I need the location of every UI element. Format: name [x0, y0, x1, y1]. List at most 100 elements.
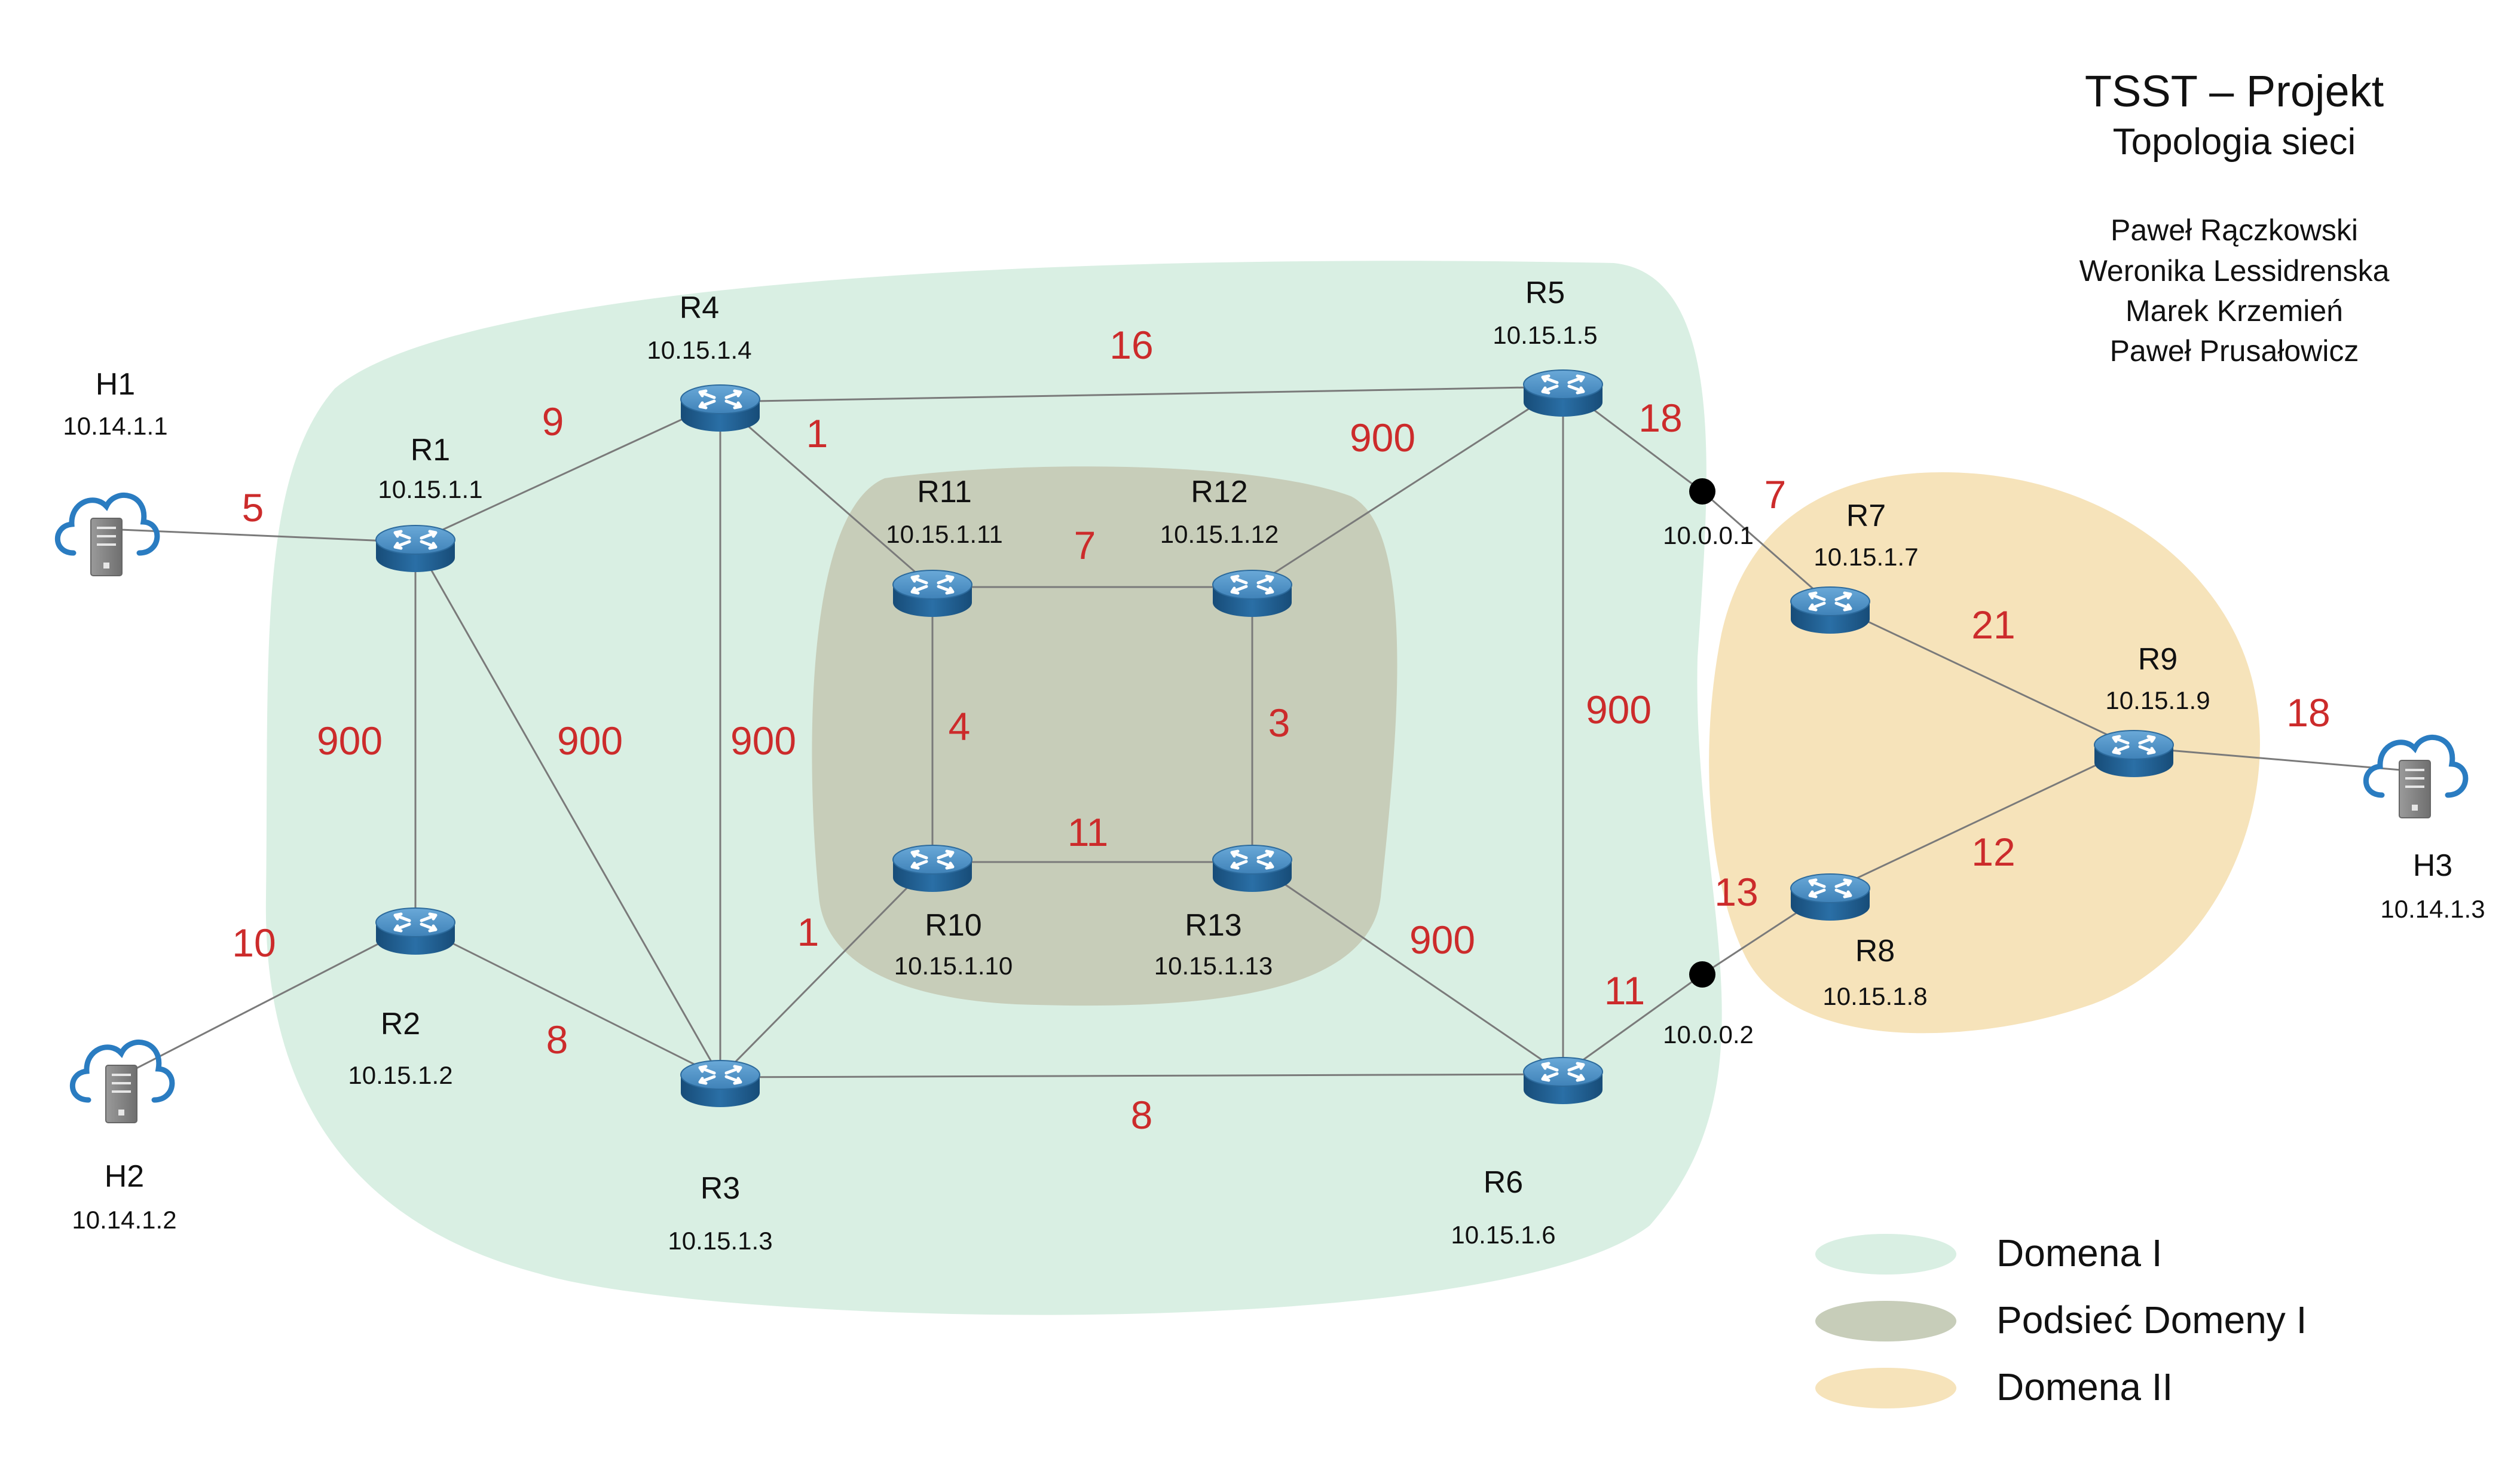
router-arrows-icon	[1808, 878, 1852, 898]
link-r6-j2	[1562, 973, 1703, 1075]
router-arrows-icon	[1541, 374, 1585, 395]
router-name-r2: R2	[381, 1007, 420, 1041]
link-r12-r5	[1252, 386, 1564, 588]
link-r4-r5	[720, 386, 1564, 403]
link-weight-r4-r5: 16	[1109, 323, 1153, 367]
router-r5[interactable]	[1523, 369, 1603, 417]
host-h1[interactable]	[54, 493, 160, 576]
link-weight-r10-r13: 11	[1068, 810, 1109, 854]
link-weight-r6-j2: 11	[1604, 968, 1646, 1013]
domain-2-region	[1709, 472, 2260, 1034]
link-weight-r5-j1: 18	[1638, 396, 1682, 440]
link-weight-j2-r8: 13	[1714, 870, 1758, 914]
router-arrows-icon	[910, 574, 955, 595]
cloud-icon	[69, 1040, 175, 1103]
diagram-subtitle: Topologia sieci	[2113, 121, 2356, 163]
link-weight-r1-r2: 900	[317, 719, 383, 763]
host-name-h3: H3	[2413, 848, 2452, 883]
router-ip-r11: 10.15.1.11	[886, 520, 1002, 548]
router-name-r11: R11	[917, 475, 972, 509]
link-weight-r4-r3: 900	[730, 719, 796, 763]
router-name-r1: R1	[411, 433, 450, 467]
host-ip-h3: 10.14.1.3	[2380, 895, 2485, 923]
router-ip-r3: 10.15.1.3	[668, 1227, 772, 1255]
router-arrows-icon	[393, 912, 438, 933]
link-r4-r11	[720, 401, 933, 588]
router-r1[interactable]	[375, 525, 455, 572]
legend-label-subnet: Podsieć Domeny I	[1996, 1298, 2307, 1341]
link-weight-r7-r9: 21	[1971, 603, 2015, 647]
router-r8[interactable]	[1790, 873, 1870, 921]
router-ip-r5: 10.15.1.5	[1493, 321, 1597, 349]
host-ip-h1: 10.14.1.1	[63, 412, 167, 440]
router-ip-r9: 10.15.1.9	[2105, 686, 2210, 714]
router-arrows-icon	[698, 1065, 742, 1085]
diagram-title: TSST – Projekt	[2085, 66, 2384, 116]
link-r3-r6	[720, 1073, 1564, 1078]
link-j1-r7	[1702, 490, 1831, 605]
router-ip-r7: 10.15.1.7	[1813, 543, 1918, 571]
author-4: Paweł Prusałowicz	[2110, 334, 2359, 368]
router-ip-r1: 10.15.1.1	[378, 475, 482, 503]
link-r9-h3	[2133, 746, 2415, 772]
host-h3[interactable]	[2363, 735, 2469, 818]
router-ip-r13: 10.15.1.13	[1154, 952, 1273, 980]
cloud-icon	[54, 493, 160, 556]
legend-label-domain-2: Domena II	[1996, 1365, 2173, 1408]
link-weight-r1-r3: 900	[557, 719, 623, 763]
router-ip-r10: 10.15.1.10	[894, 952, 1013, 980]
router-r4[interactable]	[680, 384, 760, 432]
link-weight-r12-r5: 900	[1350, 415, 1415, 460]
junction-point-j2	[1689, 961, 1715, 988]
router-name-r8: R8	[1855, 934, 1895, 968]
router-ip-r12: 10.15.1.12	[1160, 520, 1279, 548]
link-r1-r4	[415, 401, 721, 543]
router-arrows-icon	[1541, 1062, 1585, 1082]
author-3: Marek Krzemień	[2126, 294, 2343, 328]
router-ip-r6: 10.15.1.6	[1451, 1221, 1555, 1249]
host-h2[interactable]	[69, 1040, 175, 1123]
router-arrows-icon	[1230, 574, 1274, 595]
link-r8-r9	[1830, 746, 2134, 892]
router-arrows-icon	[1808, 591, 1852, 612]
host-name-h1: H1	[96, 367, 135, 402]
link-r1-r3	[414, 542, 721, 1078]
router-r13[interactable]	[1212, 845, 1292, 892]
link-weight-r3-r6: 8	[1131, 1093, 1153, 1137]
router-r6[interactable]	[1523, 1057, 1603, 1104]
router-name-r9: R9	[2138, 642, 2178, 677]
router-r7[interactable]	[1790, 586, 1870, 634]
router-arrows-icon	[910, 849, 955, 870]
router-name-r3: R3	[701, 1171, 740, 1206]
router-arrows-icon	[393, 530, 438, 550]
junction-ip-j2: 10.0.0.2	[1663, 1020, 1754, 1049]
router-ip-r2: 10.15.1.2	[348, 1061, 452, 1089]
link-h2-r2	[121, 924, 416, 1077]
router-r12[interactable]	[1212, 570, 1292, 617]
router-name-r5: R5	[1525, 276, 1565, 310]
link-weight-r9-h3: 18	[2286, 690, 2330, 735]
link-weight-r5-r6: 900	[1586, 687, 1652, 732]
router-r11[interactable]	[892, 570, 972, 617]
author-1: Paweł Rączkowski	[2111, 213, 2358, 247]
link-weight-h2-r2: 10	[232, 921, 276, 965]
cloud-icon	[2363, 735, 2469, 798]
router-name-r10: R10	[925, 908, 981, 943]
router-r3[interactable]	[680, 1060, 760, 1107]
router-name-r7: R7	[1846, 499, 1886, 533]
link-weight-r11-r10: 4	[949, 704, 971, 748]
author-2: Weronika Lessidrenska	[2079, 254, 2390, 288]
router-r10[interactable]	[892, 845, 972, 892]
link-r13-r6	[1252, 861, 1564, 1075]
router-r2[interactable]	[375, 907, 455, 955]
link-weight-r2-r3: 8	[546, 1017, 568, 1062]
legend-label-domain-1: Domena I	[1996, 1231, 2162, 1275]
link-r7-r9	[1830, 603, 2134, 748]
link-weight-r3-r10: 1	[797, 910, 819, 954]
router-r9[interactable]	[2094, 730, 2174, 777]
server-icon	[90, 518, 123, 576]
link-r3-r10	[719, 861, 934, 1078]
link-weight-r12-r13: 3	[1268, 701, 1290, 745]
link-weight-r4-r11: 1	[806, 411, 828, 456]
